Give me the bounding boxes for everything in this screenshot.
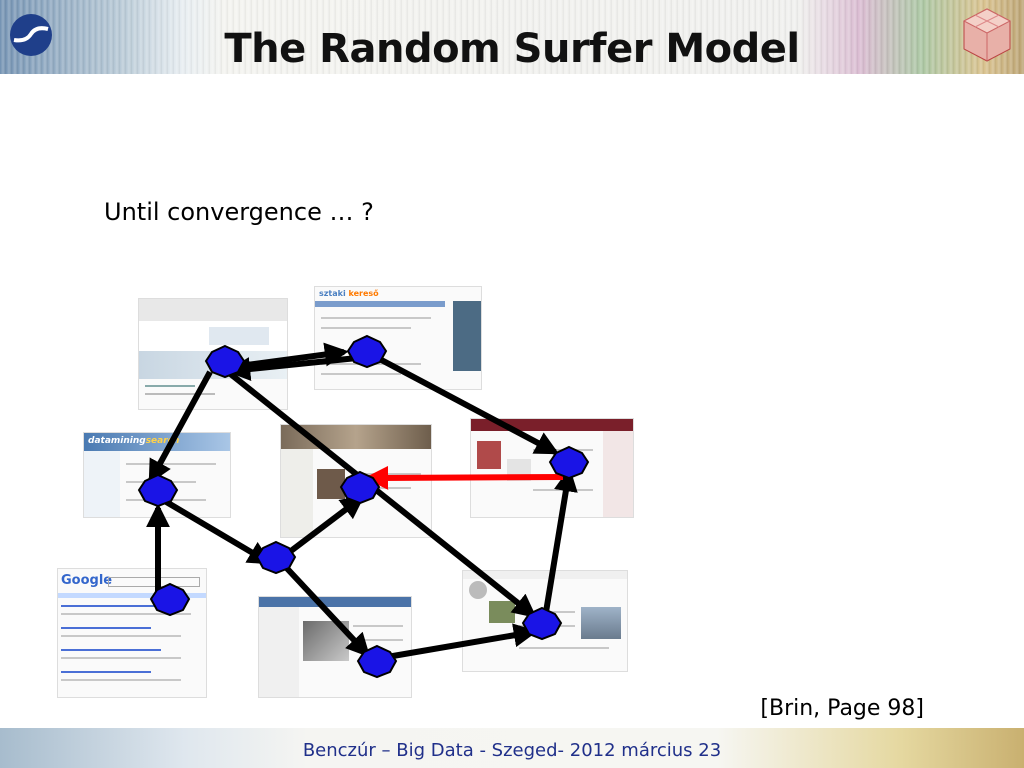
edge-h-to-f [543,467,578,613]
header-banner [0,0,1024,74]
graph-node-a [204,344,246,379]
edge-c-to-e [161,497,273,565]
graph-node-g [339,470,381,505]
citation: [Brin, Page 98] [760,696,924,721]
edge-b-to-f [372,353,560,455]
webpage-thumbnail-matematikai-intezet [258,596,412,698]
graph-node-b [346,334,388,369]
graph-node-e [255,540,297,575]
footer-band [0,728,1024,768]
header-banner-texture [0,0,1024,74]
edge-e-to-i [278,559,371,658]
slide-title: The Random Surfer Model [224,26,800,72]
edge-a-to-c [148,370,213,485]
edge-b-to-a [226,355,358,381]
footer-text: Benczúr – Big Data - Szeged- 2012 márciu… [302,740,722,761]
sztaki-brand-accent: kereső [348,289,379,298]
edge-i-to-h [386,623,538,660]
edge-a-to-h [226,369,537,618]
graph-node-f [548,445,590,480]
edge-f-to-g-highlight [364,465,564,490]
graph-node-h [521,606,563,641]
body-text: Until convergence … ? [104,198,374,226]
sztaki-brand: sztaki [319,289,346,298]
google-logo-text: Google [61,573,113,588]
graph-node-d [149,582,191,617]
graph-node-i [356,644,398,679]
graph-node-c [137,473,179,508]
webpage-thumbnail-sztaki-search: sztaki kereső [314,286,482,390]
sztaki-logo-icon [10,14,52,56]
cube-logo-icon [962,8,1012,62]
datamining-brand-accent: search [145,436,180,446]
datamining-brand: datamining [88,436,146,446]
webpage-thumbnail-datamining-search: dataminingsearch [83,432,231,518]
